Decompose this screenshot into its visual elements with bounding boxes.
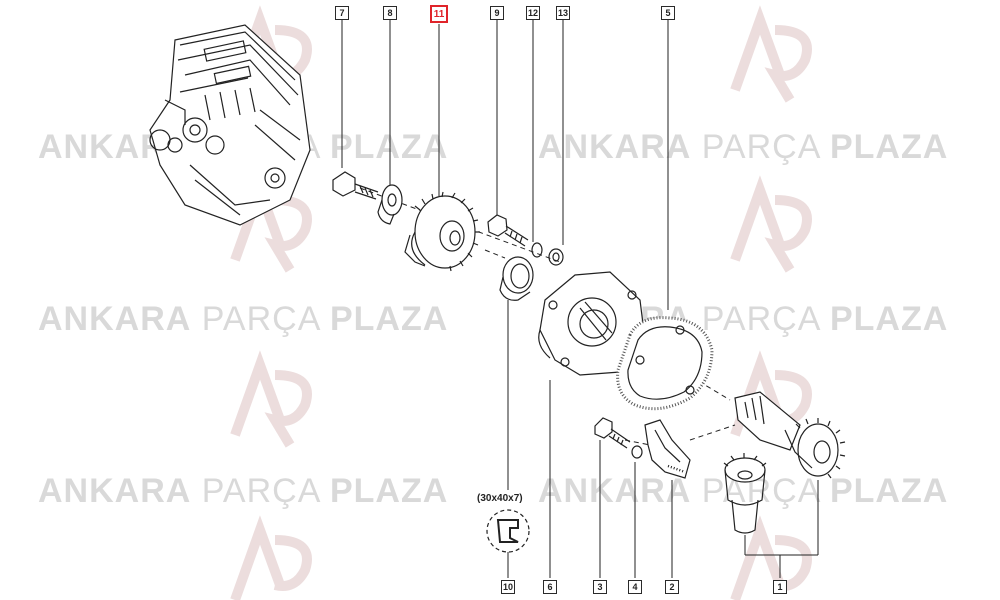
callout-2[interactable]: 2	[665, 580, 679, 594]
watermark-text: ANKARA PARÇA PLAZA	[38, 472, 449, 510]
seal-cross-section-icon	[486, 509, 530, 553]
gear-part-11	[404, 191, 480, 272]
callout-5[interactable]: 5	[661, 6, 675, 20]
watermark-text: ANKARA PARÇA PLAZA	[38, 300, 449, 338]
seal-dimension-label: (30x40x7)	[477, 493, 523, 504]
callout-13[interactable]: 13	[556, 6, 570, 20]
watermark-text: ANKARA PARÇA PLAZA	[538, 128, 949, 166]
callout-8[interactable]: 8	[383, 6, 397, 20]
spacer-part-8	[377, 184, 403, 225]
ap-logo-icon	[730, 175, 812, 273]
bracket-part-2	[644, 419, 691, 479]
callout-12[interactable]: 12	[526, 6, 540, 20]
washer-part-4	[631, 445, 643, 459]
callout-9[interactable]: 9	[490, 6, 504, 20]
drive-shaft-part-1	[734, 391, 846, 479]
ap-logo-icon	[730, 5, 812, 103]
ap-logo-icon	[230, 350, 312, 448]
oil-seal-ring	[499, 256, 534, 301]
ap-logo-icon	[230, 515, 312, 600]
callout-4[interactable]: 4	[628, 580, 642, 594]
bolt-part-3	[594, 417, 631, 449]
watermark-text: ANKARA PARÇA PLAZA	[538, 472, 949, 510]
bolt-part-7	[332, 171, 379, 200]
washer-part-12	[531, 242, 543, 258]
callout-11-selected[interactable]: 11	[430, 5, 448, 23]
washer-part-13	[548, 248, 564, 266]
callout-3[interactable]: 3	[593, 580, 607, 594]
callout-10[interactable]: 10	[501, 580, 515, 594]
gasket-part-5	[616, 316, 714, 411]
pinion-gear-part-1	[723, 453, 767, 534]
engine-block-illustration	[149, 24, 311, 226]
bolt-part-9	[487, 214, 529, 247]
callout-6[interactable]: 6	[543, 580, 557, 594]
callout-1[interactable]: 1	[773, 580, 787, 594]
callout-7[interactable]: 7	[335, 6, 349, 20]
